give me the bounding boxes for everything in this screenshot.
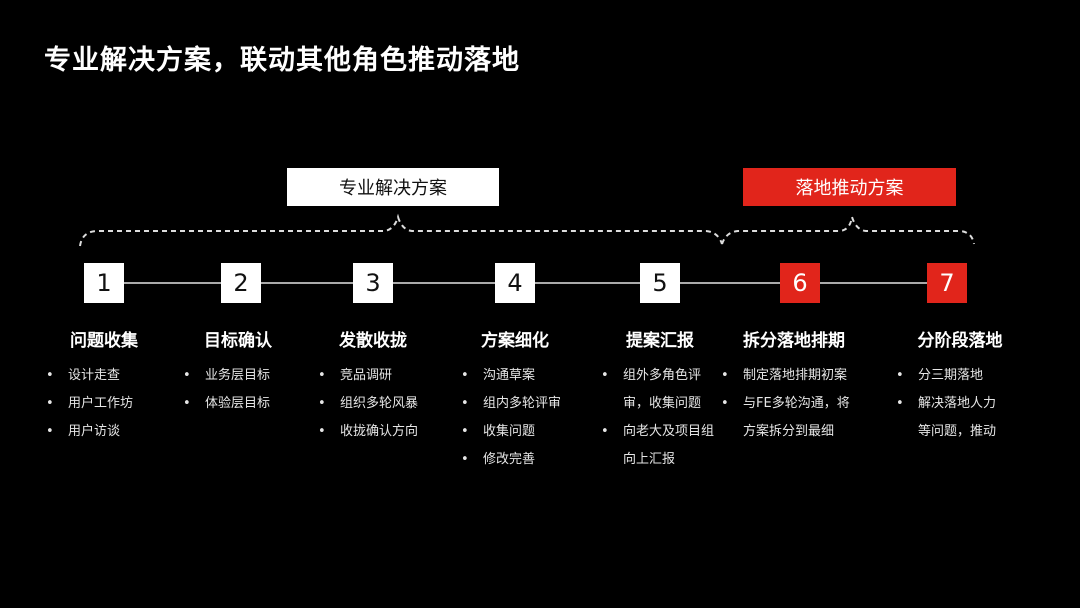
list-item: •沟通草案 [461,368,536,383]
step-title-2: 目标确认 [204,331,272,351]
list-item-continuation: 向上汇报 [623,452,676,467]
step-title-5: 提案汇报 [626,331,694,351]
step-node-1: 1 [84,263,124,303]
list-item-continuation: 方案拆分到最细 [743,424,835,439]
list-item: •设计走查 [46,368,121,383]
list-item: •组外多角色评 [601,368,702,383]
step-node-4: 4 [495,263,535,303]
step-title-7: 分阶段落地 [917,331,1003,351]
list-item-continuation: 审，收集问题 [623,396,702,411]
list-item: •收集问题 [461,424,536,439]
list-item: •向老大及项目组 [601,424,715,439]
list-item: •业务层目标 [183,368,271,383]
phase-label-landing-push: 落地推动方案 [743,168,956,206]
step-title-4: 方案细化 [481,331,549,351]
list-item-continuation: 等问题，推动 [918,424,997,439]
step-title-6: 拆分落地排期 [743,331,845,351]
step-5-bullets: •组外多角色评 审，收集问题 •向老大及项目组 向上汇报 [601,362,714,474]
list-item: •用户工作坊 [46,396,134,411]
list-item: •收拢确认方向 [318,424,419,439]
step-6-bullets: •制定落地排期初案 •与FE多轮沟通，将 方案拆分到最细 [721,362,850,446]
step-node-3: 3 [353,263,393,303]
list-item: •竞品调研 [318,368,393,383]
step-1-bullets: •设计走查 •用户工作坊 •用户访谈 [46,362,133,446]
step-2-bullets: •业务层目标 •体验层目标 [183,362,270,418]
step-node-6: 6 [780,263,820,303]
list-item: •用户访谈 [46,424,121,439]
phase-label-professional-solution: 专业解决方案 [287,168,499,206]
step-title-3: 发散收拢 [339,331,407,351]
step-node-7: 7 [927,263,967,303]
list-item: •分三期落地 [896,368,984,383]
list-item: •组内多轮评审 [461,396,562,411]
step-3-bullets: •竞品调研 •组织多轮风暴 •收拢确认方向 [318,362,418,446]
step-4-bullets: •沟通草案 •组内多轮评审 •收集问题 •修改完善 [461,362,561,474]
list-item: •与FE多轮沟通，将 [721,396,850,411]
step-7-bullets: •分三期落地 •解决落地人力 等问题，推动 [896,362,996,446]
list-item: •组织多轮风暴 [318,396,419,411]
step-title-1: 问题收集 [70,331,138,351]
list-item: •体验层目标 [183,396,271,411]
step-node-2: 2 [221,263,261,303]
page-title: 专业解决方案，联动其他角色推动落地 [44,45,520,76]
step-node-5: 5 [640,263,680,303]
list-item: •修改完善 [461,452,536,467]
list-item: •解决落地人力 [896,396,997,411]
list-item: •制定落地排期初案 [721,368,848,383]
